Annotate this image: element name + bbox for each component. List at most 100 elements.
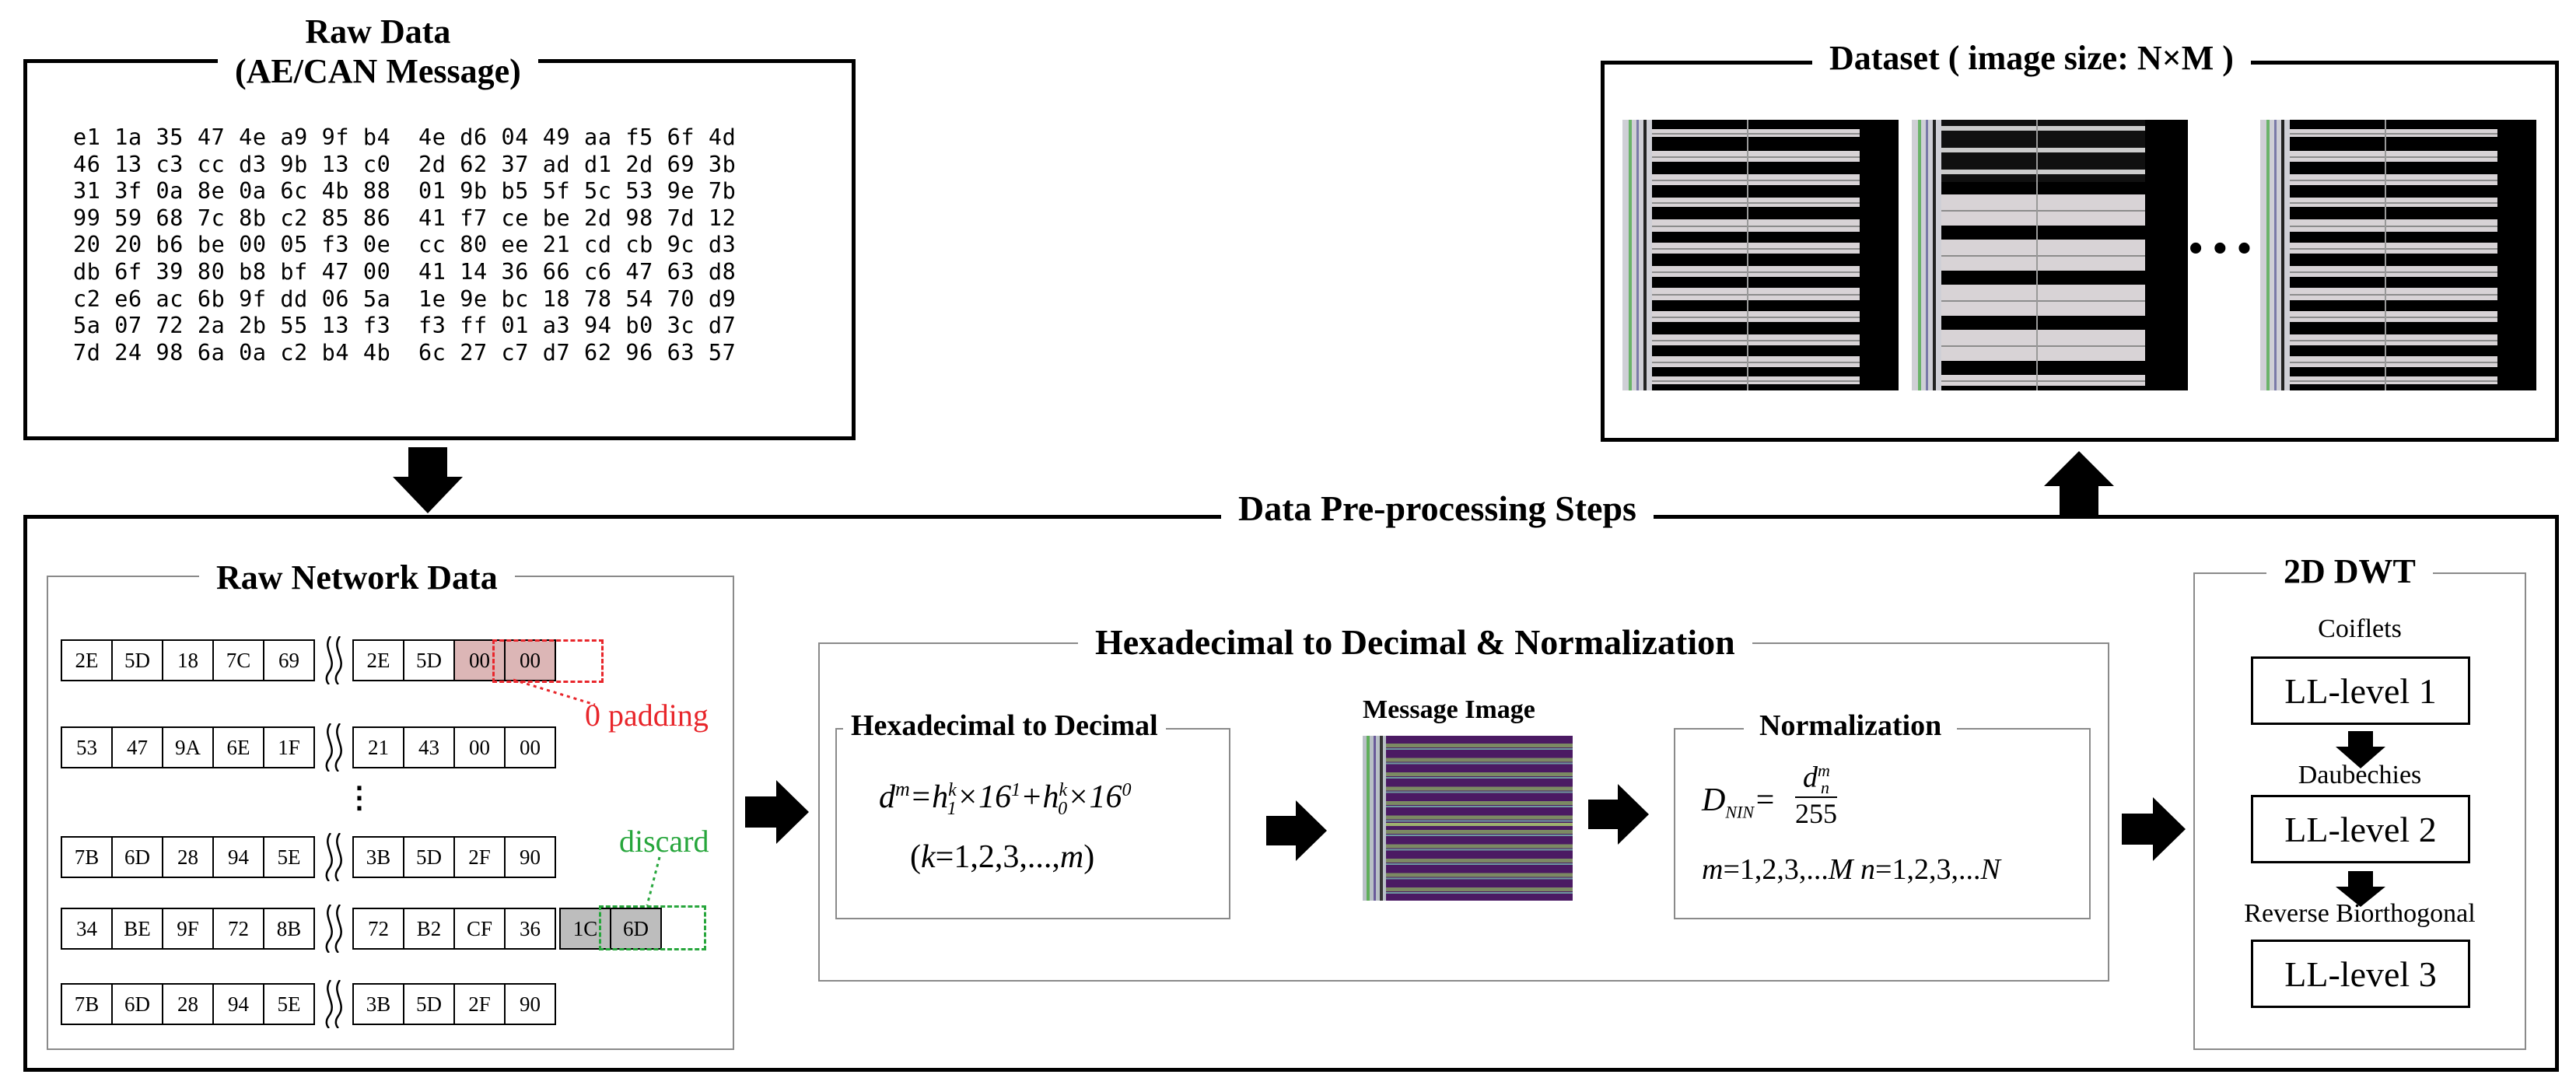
discard-label: discard: [619, 824, 709, 859]
normalization-range: m=1,2,3,...M n=1,2,3,...N: [1702, 853, 2000, 886]
dwt-title: 2D DWT: [2266, 552, 2433, 592]
padding-highlight: [492, 639, 604, 683]
byte-cell: 53: [61, 726, 113, 768]
padding-leader: [513, 678, 596, 706]
row-break-symbol: [313, 636, 352, 684]
dwt-arrow-2: [2336, 871, 2385, 907]
dataset-image: [2260, 120, 2536, 390]
ll-level-box: LL-level 1: [2251, 656, 2470, 725]
byte-cell: 5D: [111, 639, 163, 681]
hex-norm-title: Hexadecimal to Decimal & Normalization: [1078, 622, 1752, 663]
byte-cell: 7B: [61, 983, 113, 1025]
byte-cell: 1F: [263, 726, 315, 768]
discarded-byte-cell: 6D: [610, 908, 662, 950]
normalization-title: Normalization: [1744, 709, 1958, 744]
byte-cell: 8B: [263, 908, 315, 950]
row-break-symbol: [313, 980, 352, 1028]
byte-cell: 94: [212, 983, 264, 1025]
byte-cell: 2E: [61, 639, 113, 681]
normalization-fraction: dmn 255: [1795, 761, 1837, 830]
dwt-arrow-1: [2336, 731, 2385, 768]
byte-cell: 5D: [403, 983, 455, 1025]
byte-cell: 9F: [162, 908, 214, 950]
raw-data-title-line1: Raw Data: [305, 12, 451, 51]
row-break-symbol: [313, 723, 352, 772]
byte-cell: 72: [212, 908, 264, 950]
byte-cell: 5D: [403, 639, 455, 681]
dataset-title: Dataset ( image size: N×M ): [1812, 39, 2251, 79]
byte-cell: 90: [504, 983, 556, 1025]
hex-line: 5a 07 72 2a 2b 55 13 f3 f3 ff 01 a3 94 b…: [73, 313, 737, 339]
hex-line: 7d 24 98 6a 0a c2 b4 4b 6c 27 c7 d7 62 9…: [73, 339, 737, 366]
byte-cell: 5E: [263, 836, 315, 878]
right-arrow-4: [2122, 797, 2186, 861]
byte-cell: CF: [453, 908, 506, 950]
discard-leader: [646, 856, 661, 906]
byte-cell: 3B: [352, 983, 404, 1025]
byte-cell: 69: [263, 639, 315, 681]
byte-cell: 47: [111, 726, 163, 768]
hex-line: db 6f 39 80 b8 bf 47 00 41 14 36 66 c6 4…: [73, 259, 737, 285]
byte-cell: 90: [504, 836, 556, 878]
dataset-image: [1912, 120, 2188, 390]
byte-cell: 5D: [403, 836, 455, 878]
byte-cell: 21: [352, 726, 404, 768]
byte-cell: 2E: [352, 639, 404, 681]
up-arrow: [2044, 451, 2114, 517]
right-arrow-3: [1588, 784, 1649, 845]
byte-cell: 00: [453, 726, 506, 768]
byte-cell: 43: [403, 726, 455, 768]
hex-line: 31 3f 0a 8e 0a 6c 4b 88 01 9b b5 5f 5c 5…: [73, 178, 737, 205]
discard-highlight: [599, 905, 706, 950]
ll-level-box: LL-level 2: [2251, 795, 2470, 863]
byte-cell: 28: [162, 983, 214, 1025]
byte-cell: 7C: [212, 639, 264, 681]
hex-to-decimal-title: Hexadecimal to Decimal: [843, 709, 1166, 744]
dataset-image: [1622, 120, 1899, 390]
hex-line: 99 59 68 7c 8b c2 85 86 41 f7 ce be 2d 9…: [73, 205, 737, 231]
normalization-panel: [1674, 728, 2091, 919]
dataset-ellipsis: • • •: [2189, 226, 2252, 271]
row-break-symbol: [313, 833, 352, 881]
raw-data-title-line2: (AE/CAN Message): [235, 51, 521, 90]
byte-cell: 6D: [111, 983, 163, 1025]
byte-cell: 9A: [162, 726, 214, 768]
byte-cell: 6D: [111, 836, 163, 878]
right-arrow-1: [745, 780, 809, 844]
byte-cell: 34: [61, 908, 113, 950]
row-break-symbol: [313, 905, 352, 953]
byte-cell: 00: [504, 726, 556, 768]
hex-to-decimal-panel: [835, 728, 1230, 919]
byte-cell: 6E: [212, 726, 264, 768]
byte-cell: 28: [162, 836, 214, 878]
hex-line: e1 1a 35 47 4e a9 9f b4 4e d6 04 49 aa f…: [73, 124, 737, 150]
hex-line: 20 20 b6 be 00 05 f3 0e cc 80 ee 21 cd c…: [73, 232, 737, 258]
byte-cell: 94: [212, 836, 264, 878]
padding-label: 0 padding: [585, 698, 709, 733]
right-arrow-2: [1266, 800, 1327, 861]
byte-cell: BE: [111, 908, 163, 950]
byte-cell: 3B: [352, 836, 404, 878]
byte-cell: 2F: [453, 983, 506, 1025]
wavelet-name: Coiflets: [2318, 614, 2402, 643]
message-image-label: Message Image: [1363, 695, 1535, 724]
hex-to-decimal-formula: dm=hk1×161+hk0×160: [879, 778, 1132, 820]
vertical-ellipsis: ⋮: [345, 782, 374, 814]
byte-cell: 72: [352, 908, 404, 950]
padding-byte-cell: 00: [453, 639, 506, 681]
hex-line: c2 e6 ac 6b 9f dd 06 5a 1e 9e bc 18 78 5…: [73, 285, 737, 312]
hex-to-decimal-range: (k=1,2,3,...,m): [910, 839, 1095, 875]
normalization-formula: DNIN=: [1702, 782, 1776, 822]
byte-cell: 2F: [453, 836, 506, 878]
byte-cell: 7B: [61, 836, 113, 878]
ll-level-box: LL-level 3: [2251, 940, 2470, 1008]
preprocessing-title: Data Pre-processing Steps: [1221, 488, 1654, 530]
byte-cell: 18: [162, 639, 214, 681]
byte-cell: B2: [403, 908, 455, 950]
hex-line: 46 13 c3 cc d3 9b 13 c0 2d 62 37 ad d1 2…: [73, 151, 737, 177]
